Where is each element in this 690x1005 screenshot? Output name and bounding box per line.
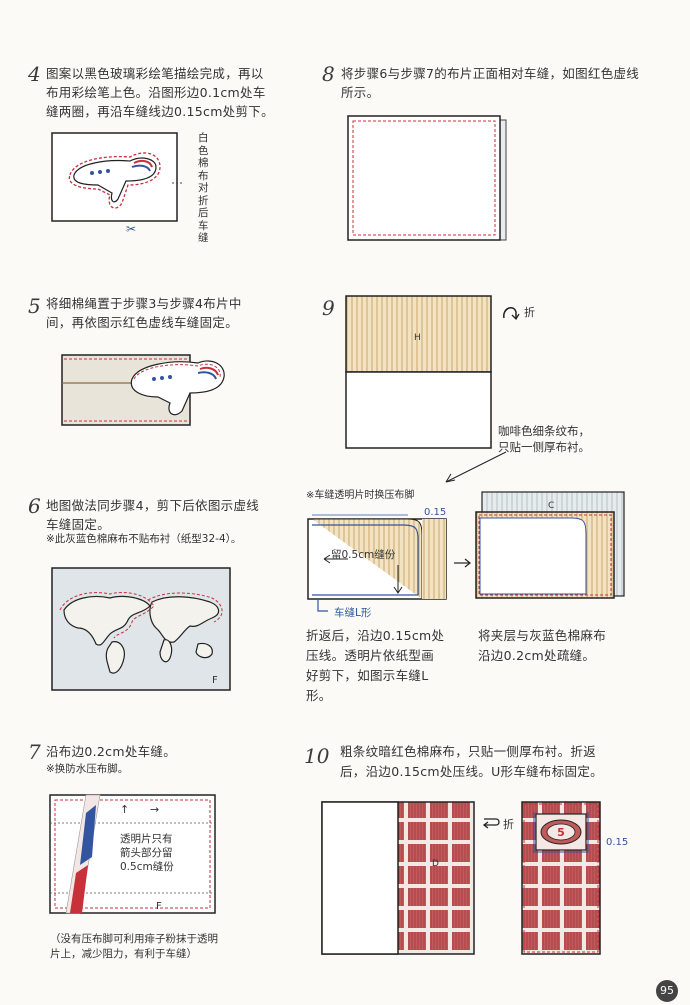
- step-8-line-1: 将步骤6与步骤7的布片正面相对车缝，如图红色虚线: [341, 66, 640, 81]
- step-9-figure-right: C: [475, 491, 625, 599]
- step-10-label-d: D: [432, 859, 439, 869]
- step-6-note: ※此灰蓝色棉麻布不贴布衬（纸型32-4）。: [46, 533, 242, 545]
- step-7-fig-text-3: 0.5cm缝份: [120, 861, 174, 873]
- step-9-callout-2: 只贴一侧厚布衬。: [498, 440, 590, 454]
- step-10-line-2: 后，沿边0.15cm处压线。U形车缝布标固定。: [340, 764, 603, 779]
- step-5-text: 将细棉绳置于步骤3与步骤4布片中 间，再依图示红色虚线车缝固定。: [46, 294, 286, 332]
- step-7-fig-text: 透明片只有 箭头部分留 0.5cm缝份: [120, 832, 174, 874]
- step-9-callout-arrow: [445, 451, 507, 483]
- step-7-bottom-note: （没有压布脚可利用痱子粉抹于透明 片上，减少阻力，有利于车缝）: [50, 932, 250, 962]
- step-9-callout-1: 咖啡色细条纹布，: [498, 424, 590, 438]
- step-9-fold-label: 折: [524, 306, 535, 319]
- airplane-shape: [68, 152, 161, 209]
- page-number: 95: [656, 980, 678, 1002]
- step-9-figure-top: H: [345, 295, 492, 449]
- step-9-figure-left: [307, 514, 447, 612]
- step-8-text: 将步骤6与步骤7的布片正面相对车缝，如图红色虚线 所示。: [341, 64, 661, 102]
- step-10-number: 10: [304, 744, 330, 768]
- step-7-fig-text-2: 箭头部分留: [120, 847, 173, 859]
- step-4-text: 图案以黑色玻璃彩绘笔描绘完成，再以 布用彩绘笔上色。沿图形边0.1cm处车 缝两…: [46, 64, 296, 121]
- step-4-line-3: 缝两圈，再沿车缝线边0.15cm处剪下。: [46, 104, 274, 119]
- step-8-figure: [347, 115, 507, 241]
- step-9-number: 9: [322, 296, 335, 320]
- step-7-note: ※换防水压布脚。: [46, 763, 129, 775]
- fold-arrow-icon: [503, 307, 520, 321]
- step-10-figure-left: D: [321, 801, 475, 955]
- svg-text:→: →: [150, 803, 159, 816]
- step-4-line-2: 布用彩绘笔上色。沿图形边0.1cm处车: [46, 85, 266, 100]
- step-6-line-1: 地图做法同步骤4，剪下后依图示虚线: [46, 498, 260, 513]
- step-9-note: ※车缝透明片时换压布脚: [306, 490, 415, 501]
- step-9-right-text-1: 将夹层与灰蓝色棉麻布: [478, 628, 607, 643]
- step-7-bottom-note-1: （没有压布脚可利用痱子粉抹于透明: [50, 933, 218, 945]
- airplane-tag: [130, 360, 225, 416]
- step-9-fig-label-h: H: [414, 333, 421, 343]
- step-4-number: 4: [28, 62, 41, 86]
- step-4-line-1: 图案以黑色玻璃彩绘笔描绘完成，再以: [46, 66, 264, 81]
- step-8-line-2: 所示。: [341, 85, 380, 100]
- step-5-number: 5: [28, 294, 41, 318]
- step-6-number: 6: [28, 494, 41, 518]
- world-map-shape: [63, 595, 220, 674]
- step-9-right-text: 将夹层与灰蓝色棉麻布 沿边0.2cm处疏缝。: [478, 626, 638, 666]
- step-7-fig-label: F: [156, 901, 162, 912]
- step-8-number: 8: [322, 62, 335, 86]
- svg-text:✂: ✂: [126, 222, 136, 236]
- step-5-line-1: 将细棉绳置于步骤3与步骤4布片中: [46, 296, 242, 311]
- step-9-l-label: 车缝L形: [334, 607, 372, 619]
- step-10-text: 粗条纹暗红色棉麻布，只贴一侧厚布衬。折返 后，沿边0.15cm处压线。U形车缝布…: [340, 742, 670, 782]
- step-4-side-label: 白色棉布对折后车缝: [198, 132, 209, 244]
- step-5-figure: [61, 354, 225, 426]
- step-6-figure: F: [51, 567, 231, 691]
- step-10-figure-right: 5: [521, 801, 601, 955]
- step-7-number: 7: [28, 740, 41, 764]
- arrow-right-icon: [454, 558, 471, 568]
- step-7-bottom-note-2: 片上，减少阻力，有利于车缝）: [50, 948, 197, 960]
- step-10-fold-label: 折: [503, 818, 514, 831]
- svg-text:↑: ↑: [120, 803, 129, 816]
- step-9-seam-label: 留0.5cm缝份: [331, 549, 396, 561]
- step-7-fig-text-1: 透明片只有: [120, 833, 173, 845]
- fold-arrow-icon-2: [482, 818, 500, 829]
- step-10-line-1: 粗条纹暗红色棉麻布，只贴一侧厚布衬。折返: [340, 744, 597, 759]
- step-9-left-text-1: 折返后，沿边0.15cm处: [306, 628, 445, 643]
- step-7-figure: ↑ → F: [49, 794, 216, 914]
- step-10-dim: 0.15: [606, 837, 629, 848]
- step-9-left-text-4: 形。: [306, 688, 332, 703]
- step-6-fig-label: F: [212, 675, 218, 686]
- step-7-text: 沿布边0.2cm处车缝。: [46, 744, 177, 759]
- step-6-line-2: 车缝固定。: [46, 517, 111, 532]
- step-9-label-c: C: [548, 501, 554, 511]
- step-9-left-text: 折返后，沿边0.15cm处 压线。透明片依纸型画 好剪下，如图示车缝L 形。: [306, 626, 466, 706]
- step-9-right-text-2: 沿边0.2cm处疏缝。: [478, 648, 596, 663]
- step-9-dim-left: 0.15: [424, 507, 447, 518]
- step-6-text: 地图做法同步骤4，剪下后依图示虚线 车缝固定。: [46, 496, 296, 534]
- fabric-label-tag: 5: [533, 812, 589, 853]
- step-5-line-2: 间，再依图示红色虚线车缝固定。: [46, 315, 239, 330]
- step-9-callout: 咖啡色细条纹布， 只贴一侧厚布衬。: [498, 423, 590, 455]
- step-9-left-text-3: 好剪下，如图示车缝L: [306, 668, 429, 683]
- step-9-left-text-2: 压线。透明片依纸型画: [306, 648, 435, 663]
- step-10-tag-number: 5: [557, 826, 565, 839]
- step-4-figure: ✂: [51, 132, 184, 236]
